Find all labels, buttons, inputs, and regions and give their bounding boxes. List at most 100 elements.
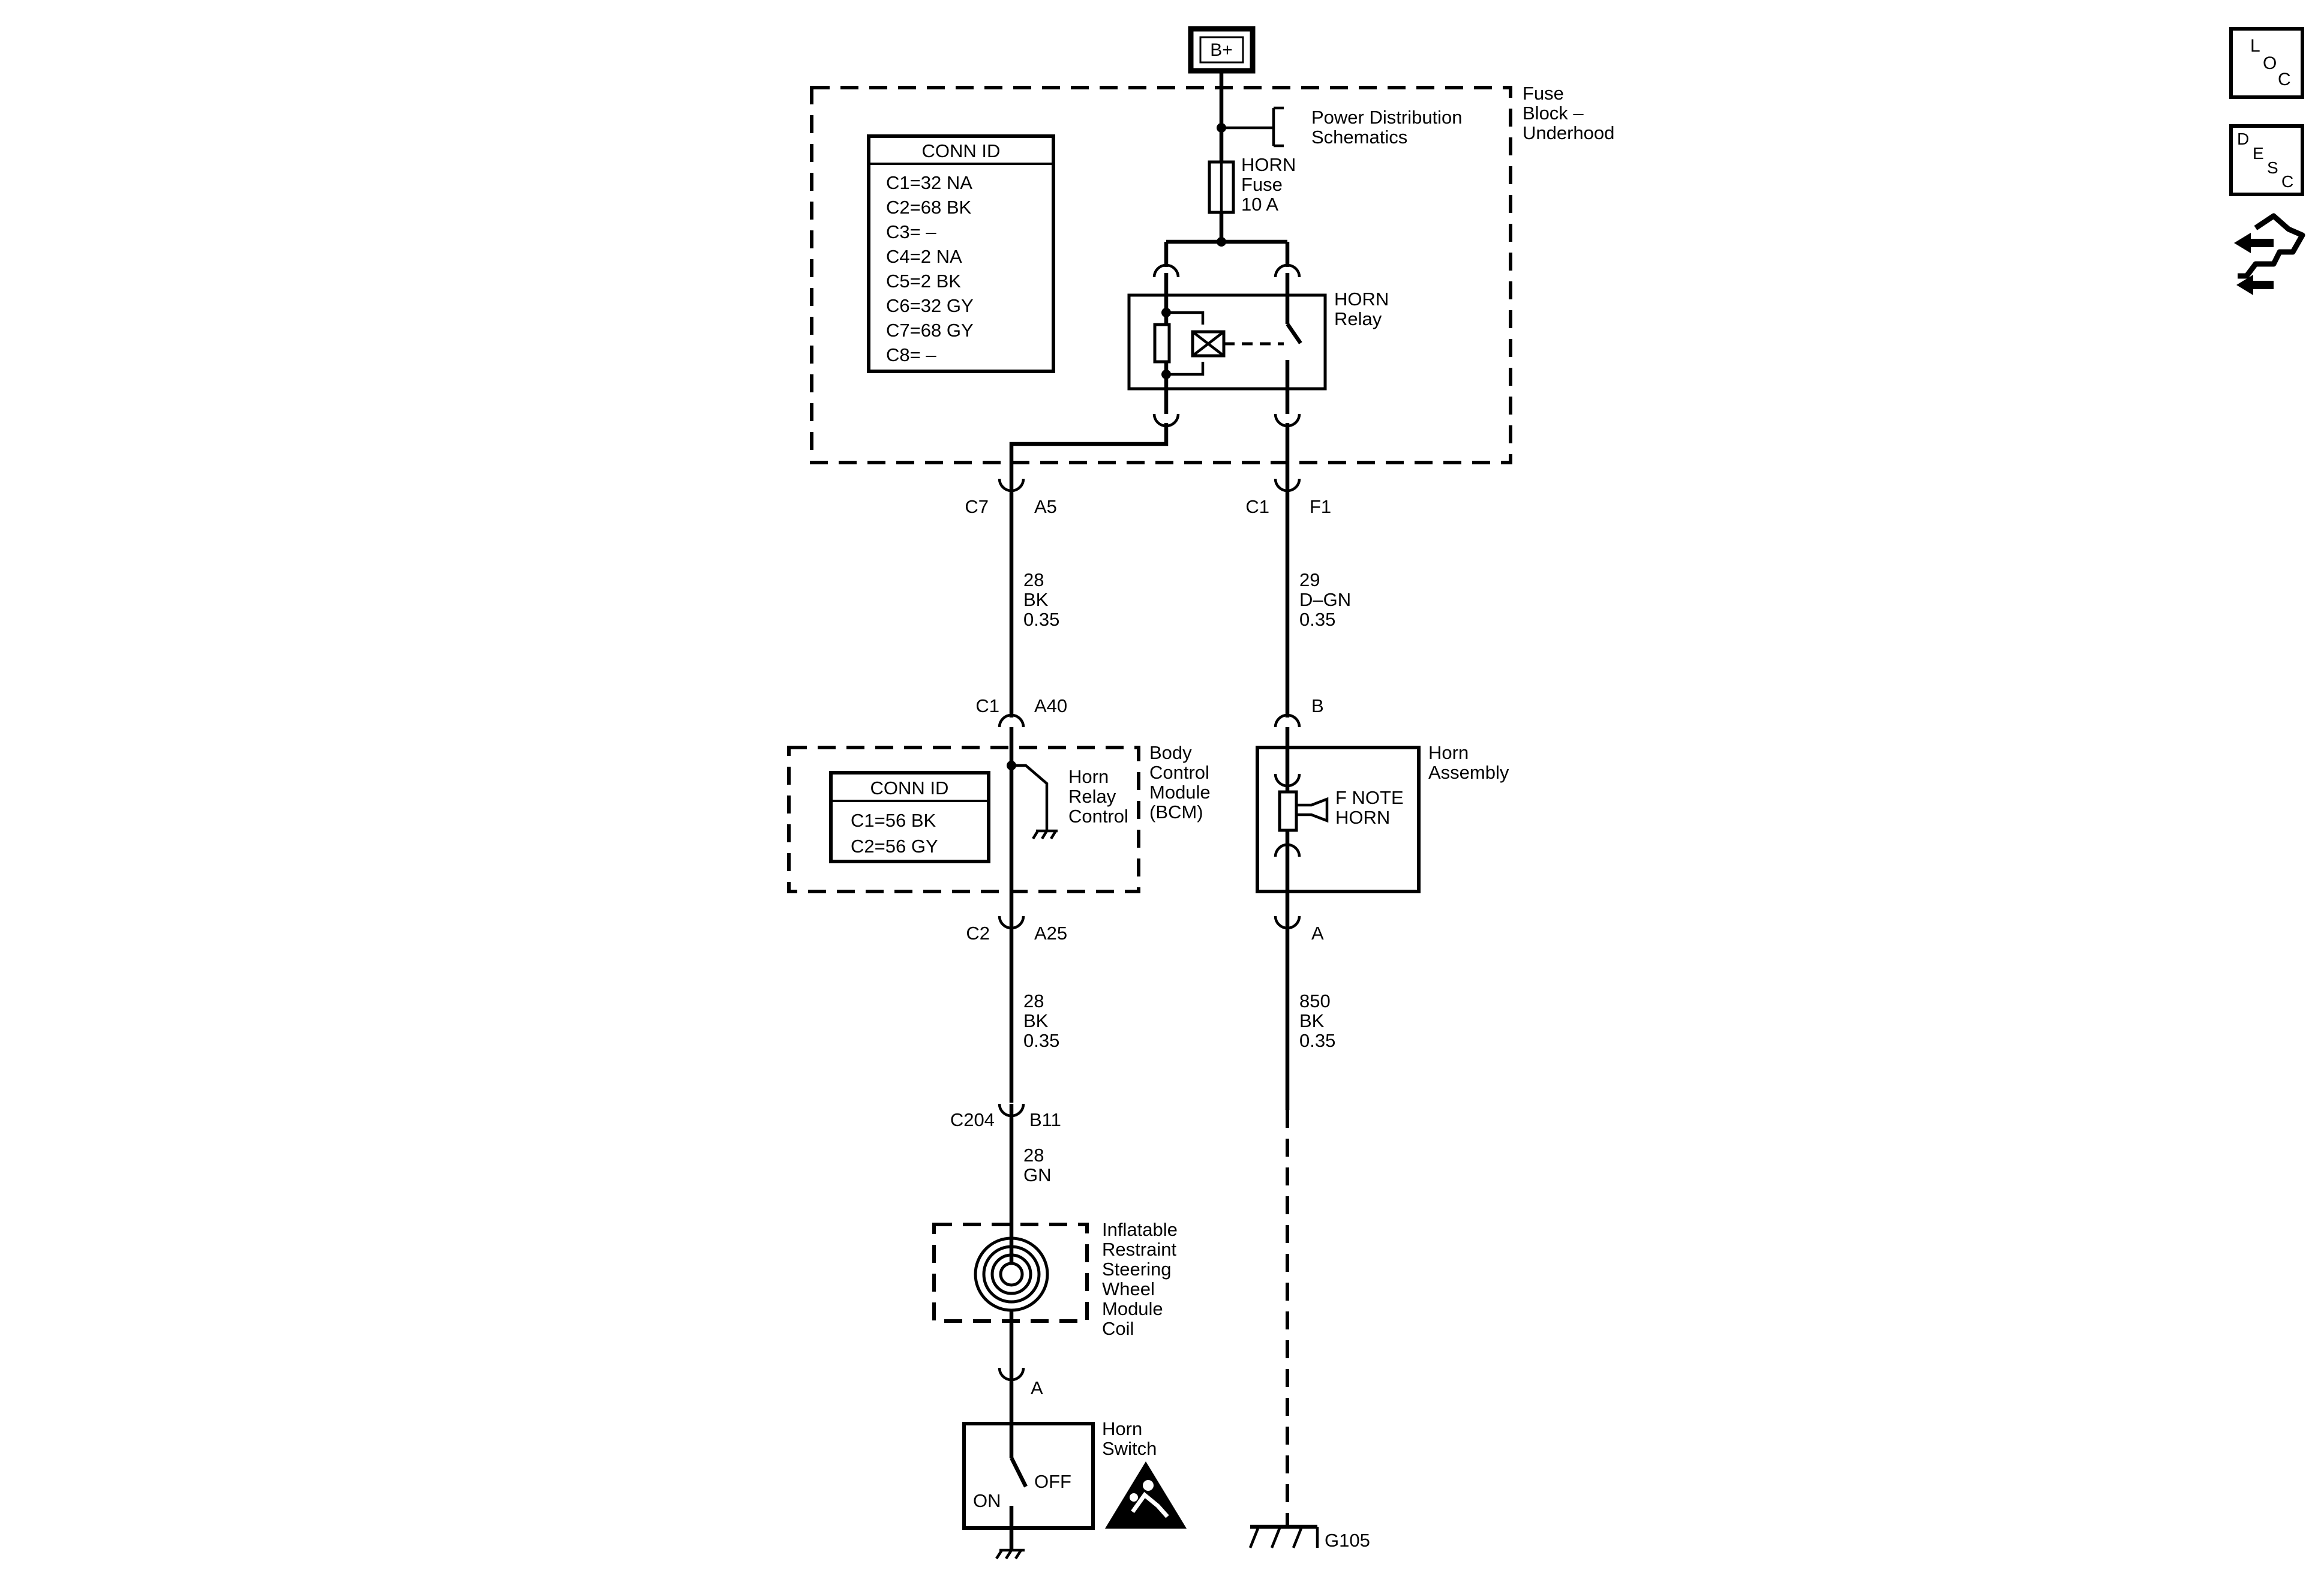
conn-pin-label: B xyxy=(1311,695,1324,716)
ground-symbol xyxy=(1248,1526,1319,1548)
fuse-block-name-2: Block – xyxy=(1523,103,1584,124)
horn-label-2: HORN xyxy=(1335,807,1390,828)
ground-label: G105 xyxy=(1325,1530,1370,1551)
coil-label: Steering xyxy=(1102,1259,1171,1280)
desc-letter: E xyxy=(2253,144,2264,163)
horn-terminal xyxy=(1274,713,1301,728)
relay-coil-x xyxy=(1191,331,1225,357)
wire-size: 0.35 xyxy=(1023,1030,1059,1051)
wire-color: GN xyxy=(1023,1164,1052,1185)
wire-color: BK xyxy=(1299,1010,1325,1031)
wire-size: 0.35 xyxy=(1023,609,1059,630)
connector-c7-a5: C7 A5 xyxy=(965,469,1057,517)
relay-label-1: HORN xyxy=(1334,289,1389,310)
conn-label: C1 xyxy=(975,695,999,716)
power-dist-label-1: Power Distribution xyxy=(1311,107,1463,128)
conn-label: C1 xyxy=(1245,496,1269,517)
conn-id-row: C7=68 GY xyxy=(886,320,974,341)
relay-coil-path xyxy=(1166,311,1205,376)
coil-label: Coil xyxy=(1102,1318,1134,1339)
conn-id-title: CONN ID xyxy=(870,778,949,798)
horn-switch-name-2: Switch xyxy=(1102,1438,1157,1459)
relay-label-2: Relay xyxy=(1334,308,1382,329)
fuse-block-name-1: Fuse xyxy=(1523,83,1564,104)
relay-diode-resistor xyxy=(1153,323,1171,364)
wire-color: BK xyxy=(1023,589,1049,610)
conn-pin-label: A5 xyxy=(1034,496,1057,517)
fuse-label-3: 10 A xyxy=(1241,194,1278,215)
wire-color: D–GN xyxy=(1299,589,1351,610)
bcm-terminal xyxy=(998,713,1025,728)
coil-label: Wheel xyxy=(1102,1278,1155,1299)
horn-label-1: F NOTE xyxy=(1335,787,1404,808)
horn-switch: ON OFF Horn Switch xyxy=(962,1374,1187,1560)
horn-switch-ground xyxy=(995,1548,1025,1560)
wire-circuit: 28 xyxy=(1023,1145,1044,1166)
wire-size: 0.35 xyxy=(1299,1030,1335,1051)
horn-switch-on: ON xyxy=(973,1490,1001,1511)
horn-switch-name-1: Horn xyxy=(1102,1418,1142,1439)
coil-label: Module xyxy=(1102,1298,1163,1319)
conn-pin-label: B11 xyxy=(1029,1109,1061,1130)
connector-c204: C204 B11 xyxy=(950,1103,1061,1130)
fuse-block-underhood: Fuse Block – Underhood CONN ID C1=32 NA … xyxy=(810,71,1614,469)
horn-switch-box xyxy=(962,1422,1095,1530)
conn-label: C7 xyxy=(965,496,989,517)
fuse-label-2: Fuse xyxy=(1241,174,1283,195)
horn-coil xyxy=(1278,790,1298,832)
connector-end-view-icon[interactable] xyxy=(2234,213,2305,295)
conn-pin-label: A xyxy=(1311,923,1324,944)
fuse-block-conn-id-table: CONN ID C1=32 NA C2=68 BK C3= – C4=2 NA … xyxy=(867,134,1055,373)
body-control-module: C1 A40 Body Control Module (BCM) CONN ID… xyxy=(787,695,1211,944)
bcm-name-2: Control xyxy=(1149,762,1209,783)
fuse-block-outline xyxy=(810,86,1512,464)
conn-id-row: C2=56 GY xyxy=(851,836,938,857)
horn-relay xyxy=(1127,263,1327,428)
wire-circuit: 29 xyxy=(1299,569,1320,590)
power-dist-label-2: Schematics xyxy=(1311,127,1407,148)
relay-control-label-1: Horn xyxy=(1068,766,1109,787)
horn-relay-control-switch xyxy=(1011,764,1049,831)
wire-color: BK xyxy=(1023,1010,1049,1031)
battery-label: B+ xyxy=(1210,40,1233,60)
horn-speaker-icon xyxy=(1296,797,1329,823)
coil-label: Inflatable xyxy=(1102,1219,1178,1240)
wire-circuit: 28 xyxy=(1023,990,1044,1011)
desc-letter: S xyxy=(2267,158,2278,177)
conn-id-row: C5=2 BK xyxy=(886,271,961,292)
desc-letter: D xyxy=(2237,130,2249,148)
horn-switch-off: OFF xyxy=(1034,1471,1071,1492)
conn-id-row: C8= – xyxy=(886,344,936,365)
conn-pin-label: A xyxy=(1031,1377,1043,1398)
bcm-name-1: Body xyxy=(1149,742,1192,763)
conn-id-row: C1=32 NA xyxy=(886,172,972,193)
location-icon[interactable]: L O C xyxy=(2229,27,2304,99)
wire-size: 0.35 xyxy=(1299,609,1335,630)
conn-label: C2 xyxy=(966,923,990,944)
bcm-conn-id-table: CONN ID C1=56 BK C2=56 GY xyxy=(829,771,990,863)
conn-pin-label: A40 xyxy=(1034,695,1067,716)
conn-id-row: C3= – xyxy=(886,221,936,242)
steering-wheel-module-coil: Inflatable Restraint Steering Wheel Modu… xyxy=(932,1219,1178,1339)
power-distribution-reference xyxy=(1221,106,1284,148)
horn-assembly-box xyxy=(1256,746,1421,893)
loc-letter: L xyxy=(2250,36,2260,56)
bcm-ground-symbol xyxy=(1032,829,1058,840)
relay-box xyxy=(1127,293,1327,391)
relay-terminal xyxy=(1274,263,1301,278)
horn-assembly-name-1: Horn xyxy=(1428,742,1469,763)
relay-feed-drops xyxy=(1164,242,1290,267)
wire-circuit: 850 xyxy=(1299,990,1331,1011)
loc-letter: O xyxy=(2263,53,2277,73)
conn-id-row: C6=32 GY xyxy=(886,295,974,316)
conn-pin-label: F1 xyxy=(1310,496,1331,517)
relay-control-label-2: Relay xyxy=(1068,786,1116,807)
conn-id-row: C1=56 BK xyxy=(851,810,936,831)
wire-circuit: 28 xyxy=(1023,569,1044,590)
description-icon[interactable]: D E S C xyxy=(2229,124,2304,196)
relay-control-label-3: Control xyxy=(1068,806,1128,827)
desc-letter: C xyxy=(2281,172,2293,191)
relay-coil-output-wire xyxy=(1009,423,1169,469)
bcm-name-3: Module xyxy=(1149,782,1211,803)
relay-switch-blade xyxy=(1286,323,1302,344)
